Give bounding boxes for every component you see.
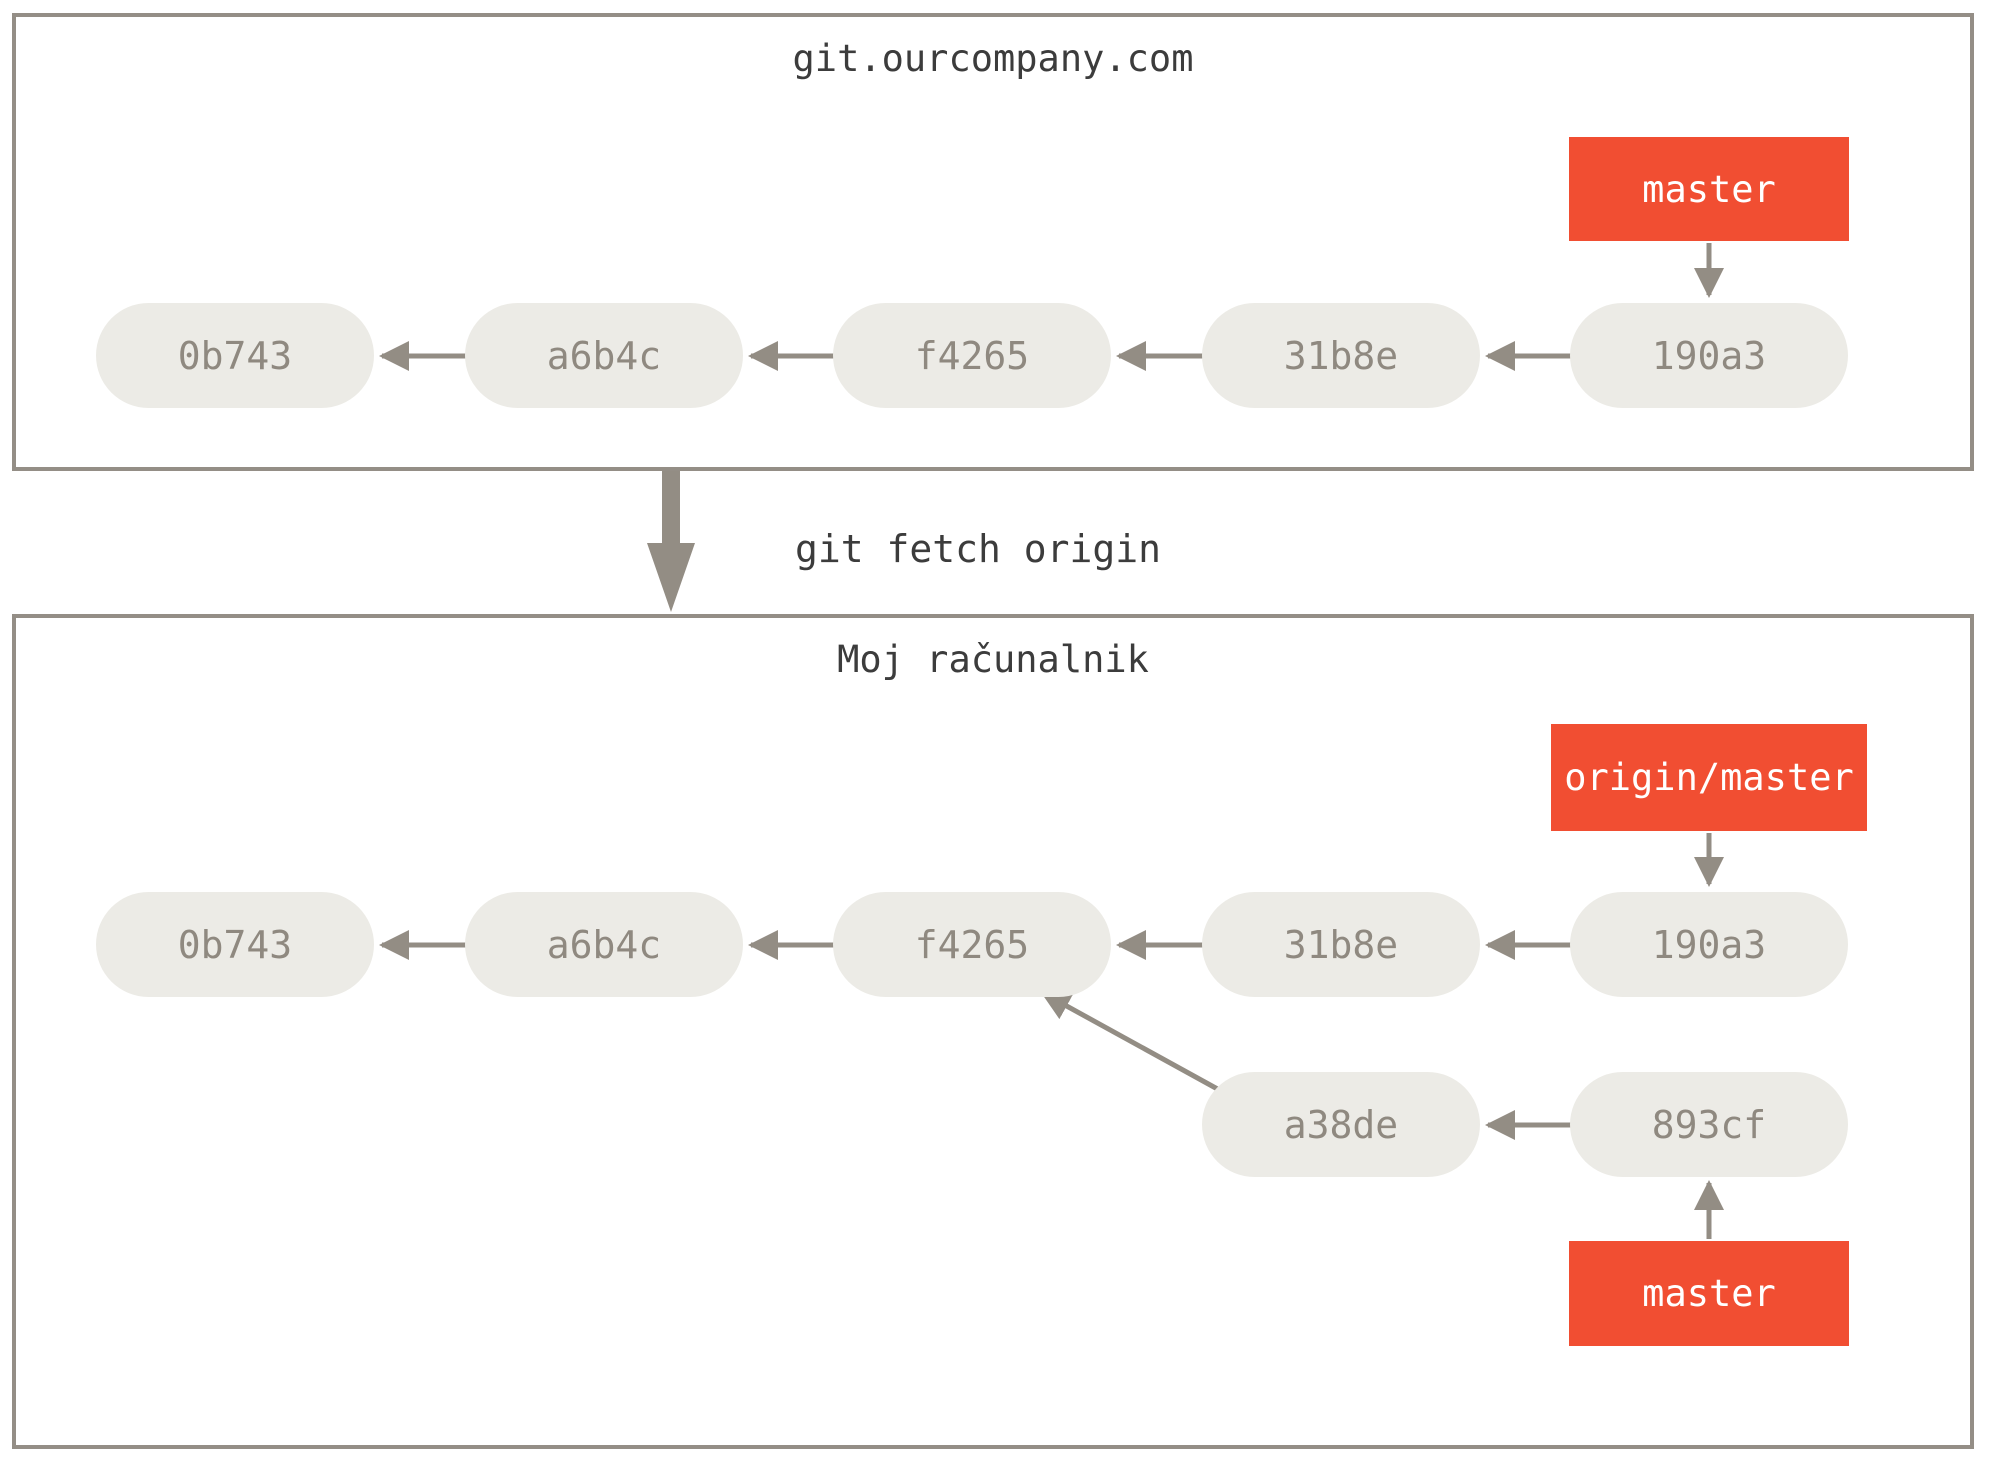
commit-node: 190a3	[1570, 892, 1848, 997]
commit-node: f4265	[833, 303, 1111, 408]
commit-node: 31b8e	[1202, 892, 1480, 997]
commit-node: a6b4c	[465, 303, 743, 408]
commit-node: 0b743	[96, 303, 374, 408]
commit-node: 31b8e	[1202, 303, 1480, 408]
local-repo-title: Moj računalnik	[837, 638, 1149, 681]
local-master-ref: master	[1569, 1241, 1849, 1346]
fetch-command-label: git fetch origin	[794, 527, 1162, 571]
remote-repo-box: git.ourcompany.com	[12, 13, 1974, 471]
origin-master-ref: origin/master	[1551, 724, 1867, 831]
commit-node: 190a3	[1570, 303, 1848, 408]
local-repo-box: Moj računalnik	[12, 614, 1974, 1449]
commit-node: 893cf	[1570, 1072, 1848, 1177]
remote-repo-title: git.ourcompany.com	[792, 37, 1194, 80]
commit-node: a38de	[1202, 1072, 1480, 1177]
remote-master-ref: master	[1569, 137, 1849, 241]
commit-node: a6b4c	[465, 892, 743, 997]
fetch-transfer-arrow	[647, 470, 695, 612]
commit-node: f4265	[833, 892, 1111, 997]
commit-node: 0b743	[96, 892, 374, 997]
